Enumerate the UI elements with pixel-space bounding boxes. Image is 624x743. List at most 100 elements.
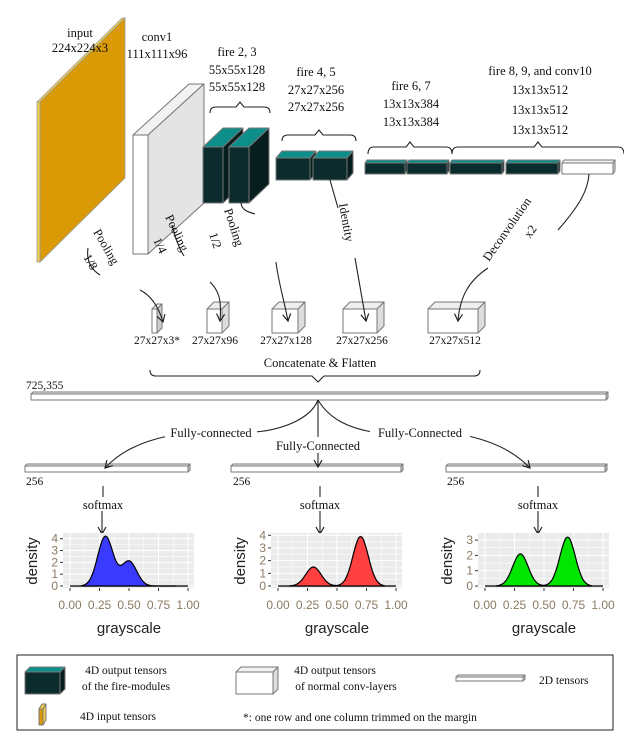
fire45-size-2: 27x27x256	[288, 100, 344, 114]
x-tick-label: 0.00	[266, 598, 290, 612]
legend-fire-icon	[24, 666, 66, 695]
y-tick-label: 3	[259, 541, 266, 555]
y-tick-label: 1	[51, 567, 58, 581]
resized-label-3: 27x27x128	[260, 335, 312, 347]
fire89-size-3: 13x13x512	[512, 123, 568, 137]
fc-size-2: 256	[233, 476, 251, 488]
x-tick-label: 1.00	[176, 598, 200, 612]
y-tick-label: 1	[466, 564, 473, 578]
conv1-size: 111x111x96	[127, 47, 188, 61]
brace-fire67	[367, 141, 453, 155]
curve-fire23-pool	[240, 201, 256, 215]
fire6-tensor	[364, 159, 408, 175]
density-area	[289, 535, 385, 587]
legend-flat-icon	[455, 674, 526, 682]
curve-deconv-source	[557, 173, 590, 231]
fc-label-3: Fully-Connected	[378, 426, 463, 440]
x-tick-label: 0.75	[355, 598, 379, 612]
arrow-fc-3	[317, 399, 373, 433]
arrow-deconv	[454, 267, 489, 323]
fc-size-1: 256	[26, 476, 44, 488]
legend-conv-icon	[235, 666, 279, 695]
deconv-factor: x2	[521, 222, 540, 240]
legend-conv-line2: of normal conv-layers	[295, 681, 397, 693]
density-area	[496, 536, 592, 587]
fire67-label: fire 6, 7	[391, 79, 430, 93]
curve-fire45-identity	[329, 179, 339, 209]
fc-bar-2	[230, 463, 404, 473]
legend: 4D output tensors of the fire-modules 4D…	[16, 654, 614, 731]
resized-box-4	[342, 301, 385, 334]
conv1-tensor	[132, 83, 205, 255]
y-tick-label: 0	[51, 579, 58, 593]
pool4-factor: 1/4	[150, 235, 170, 256]
conv1-label: conv1	[142, 30, 173, 44]
y-tick-label: 0	[466, 579, 473, 593]
softmax-label-1: softmax	[83, 498, 124, 512]
fire67-size-2: 13x13x384	[383, 115, 440, 129]
y-tick-label: 4	[51, 532, 58, 546]
flat-size: 725,355	[26, 380, 64, 392]
x-tick-label: 0.25	[88, 598, 112, 612]
legend-fire-line1: 4D output tensors	[85, 665, 167, 677]
pool2-factor: 1/2	[206, 231, 224, 251]
fire3-tensor	[228, 127, 270, 204]
fc-label-2: Fully-Connected	[276, 439, 361, 453]
fc-labels: Fully-connected Fully-Connected Fully-Co…	[26, 424, 559, 512]
fire7-tensor	[406, 159, 450, 175]
x-tick-label: 0.25	[503, 598, 527, 612]
flat-tensor-bar	[30, 391, 609, 401]
softmax-label-2: softmax	[300, 498, 341, 512]
x-tick-label: 0.50	[532, 598, 556, 612]
resized-box-2	[206, 301, 230, 334]
y-tick-label: 1	[259, 566, 266, 580]
y-tick-label: 4	[259, 528, 266, 542]
legend-input-icon	[38, 703, 47, 726]
y-tick-label: 2	[51, 555, 58, 569]
y-axis-label: density	[439, 537, 456, 585]
brace-fire23	[209, 101, 271, 114]
fire67-size-1: 13x13x384	[383, 97, 440, 111]
resized-label-4: 27x27x256	[336, 335, 388, 347]
resized-labels: 27x27x3* 27x27x96 27x27x128 27x27x256 27…	[26, 335, 481, 392]
concat-label: Concatenate & Flatten	[264, 356, 377, 370]
x-tick-label: 0.75	[562, 598, 586, 612]
layer-braces	[149, 101, 624, 383]
x-axis-label: grayscale	[512, 620, 576, 637]
y-tick-label: 3	[466, 533, 473, 547]
resized-label-1: 27x27x3*	[134, 335, 180, 347]
fire4-tensor	[275, 150, 317, 181]
fire5-tensor	[312, 150, 354, 181]
x-tick-label: 0.00	[473, 598, 497, 612]
x-axis-label: grayscale	[97, 620, 161, 637]
pool2-label: Pooling	[221, 207, 247, 249]
x-tick-label: 0.00	[58, 598, 82, 612]
x-tick-label: 0.50	[117, 598, 141, 612]
resized-box-5	[427, 301, 486, 334]
resized-label-5: 27x27x512	[429, 335, 481, 347]
legend-input: 4D input tensors	[80, 711, 157, 723]
arrow-fc-1b	[104, 435, 169, 469]
fc-size-3: 256	[447, 476, 465, 488]
fire45-size-1: 27x27x256	[288, 83, 344, 97]
curve-conv1-pool	[171, 224, 185, 257]
y-tick-label: 0	[259, 579, 266, 593]
arrow-pool8	[139, 289, 166, 324]
x-tick-label: 0.50	[325, 598, 349, 612]
fire8-tensor	[449, 159, 505, 175]
legend-conv-line1: 4D output tensors	[294, 665, 376, 677]
fire89-label: fire 8, 9, and conv10	[488, 64, 591, 78]
x-tick-label: 1.00	[591, 598, 615, 612]
y-tick-label: 3	[51, 544, 58, 558]
input-tensor	[36, 17, 126, 263]
arrow-fc-1	[254, 399, 319, 433]
arrow-fc-3b	[467, 435, 531, 469]
input-size: 224x224x3	[52, 41, 108, 55]
resized-label-2: 27x27x96	[192, 335, 238, 347]
x-axis-label: grayscale	[305, 620, 369, 637]
legend-box	[16, 654, 614, 731]
x-tick-label: 0.75	[147, 598, 171, 612]
